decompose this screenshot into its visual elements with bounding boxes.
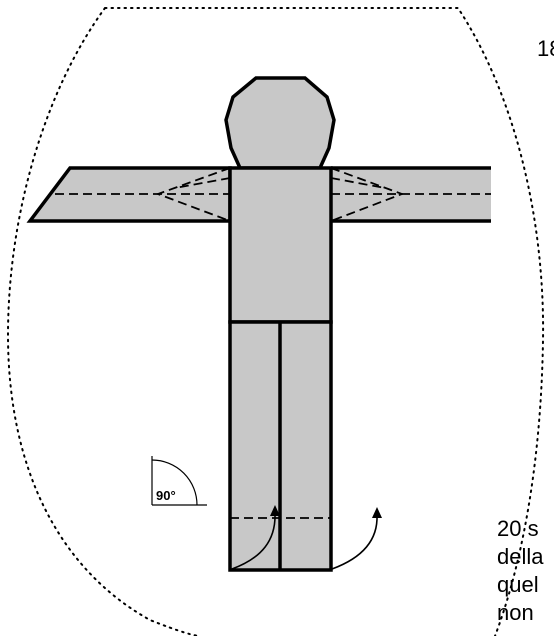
angle-label: 90° <box>156 488 176 503</box>
text-line-2: della <box>497 544 544 569</box>
fold-arrow-left <box>231 505 280 570</box>
text-line-4: non <box>497 600 534 625</box>
text-fragment-bottom: 20 s della quel non <box>497 515 543 627</box>
head <box>224 76 336 170</box>
right-arm <box>330 166 491 223</box>
fold-arrow-right <box>331 507 382 570</box>
text-line-3: quel <box>497 572 539 597</box>
right-angle-indicator: 90° <box>151 456 207 506</box>
text-fragment-top: 18 <box>537 36 554 61</box>
torso <box>228 166 333 324</box>
text-line-1: 20 s <box>497 516 539 541</box>
legs <box>228 320 333 572</box>
left-arm <box>26 166 232 223</box>
dotted-body-boundary <box>6 7 545 636</box>
